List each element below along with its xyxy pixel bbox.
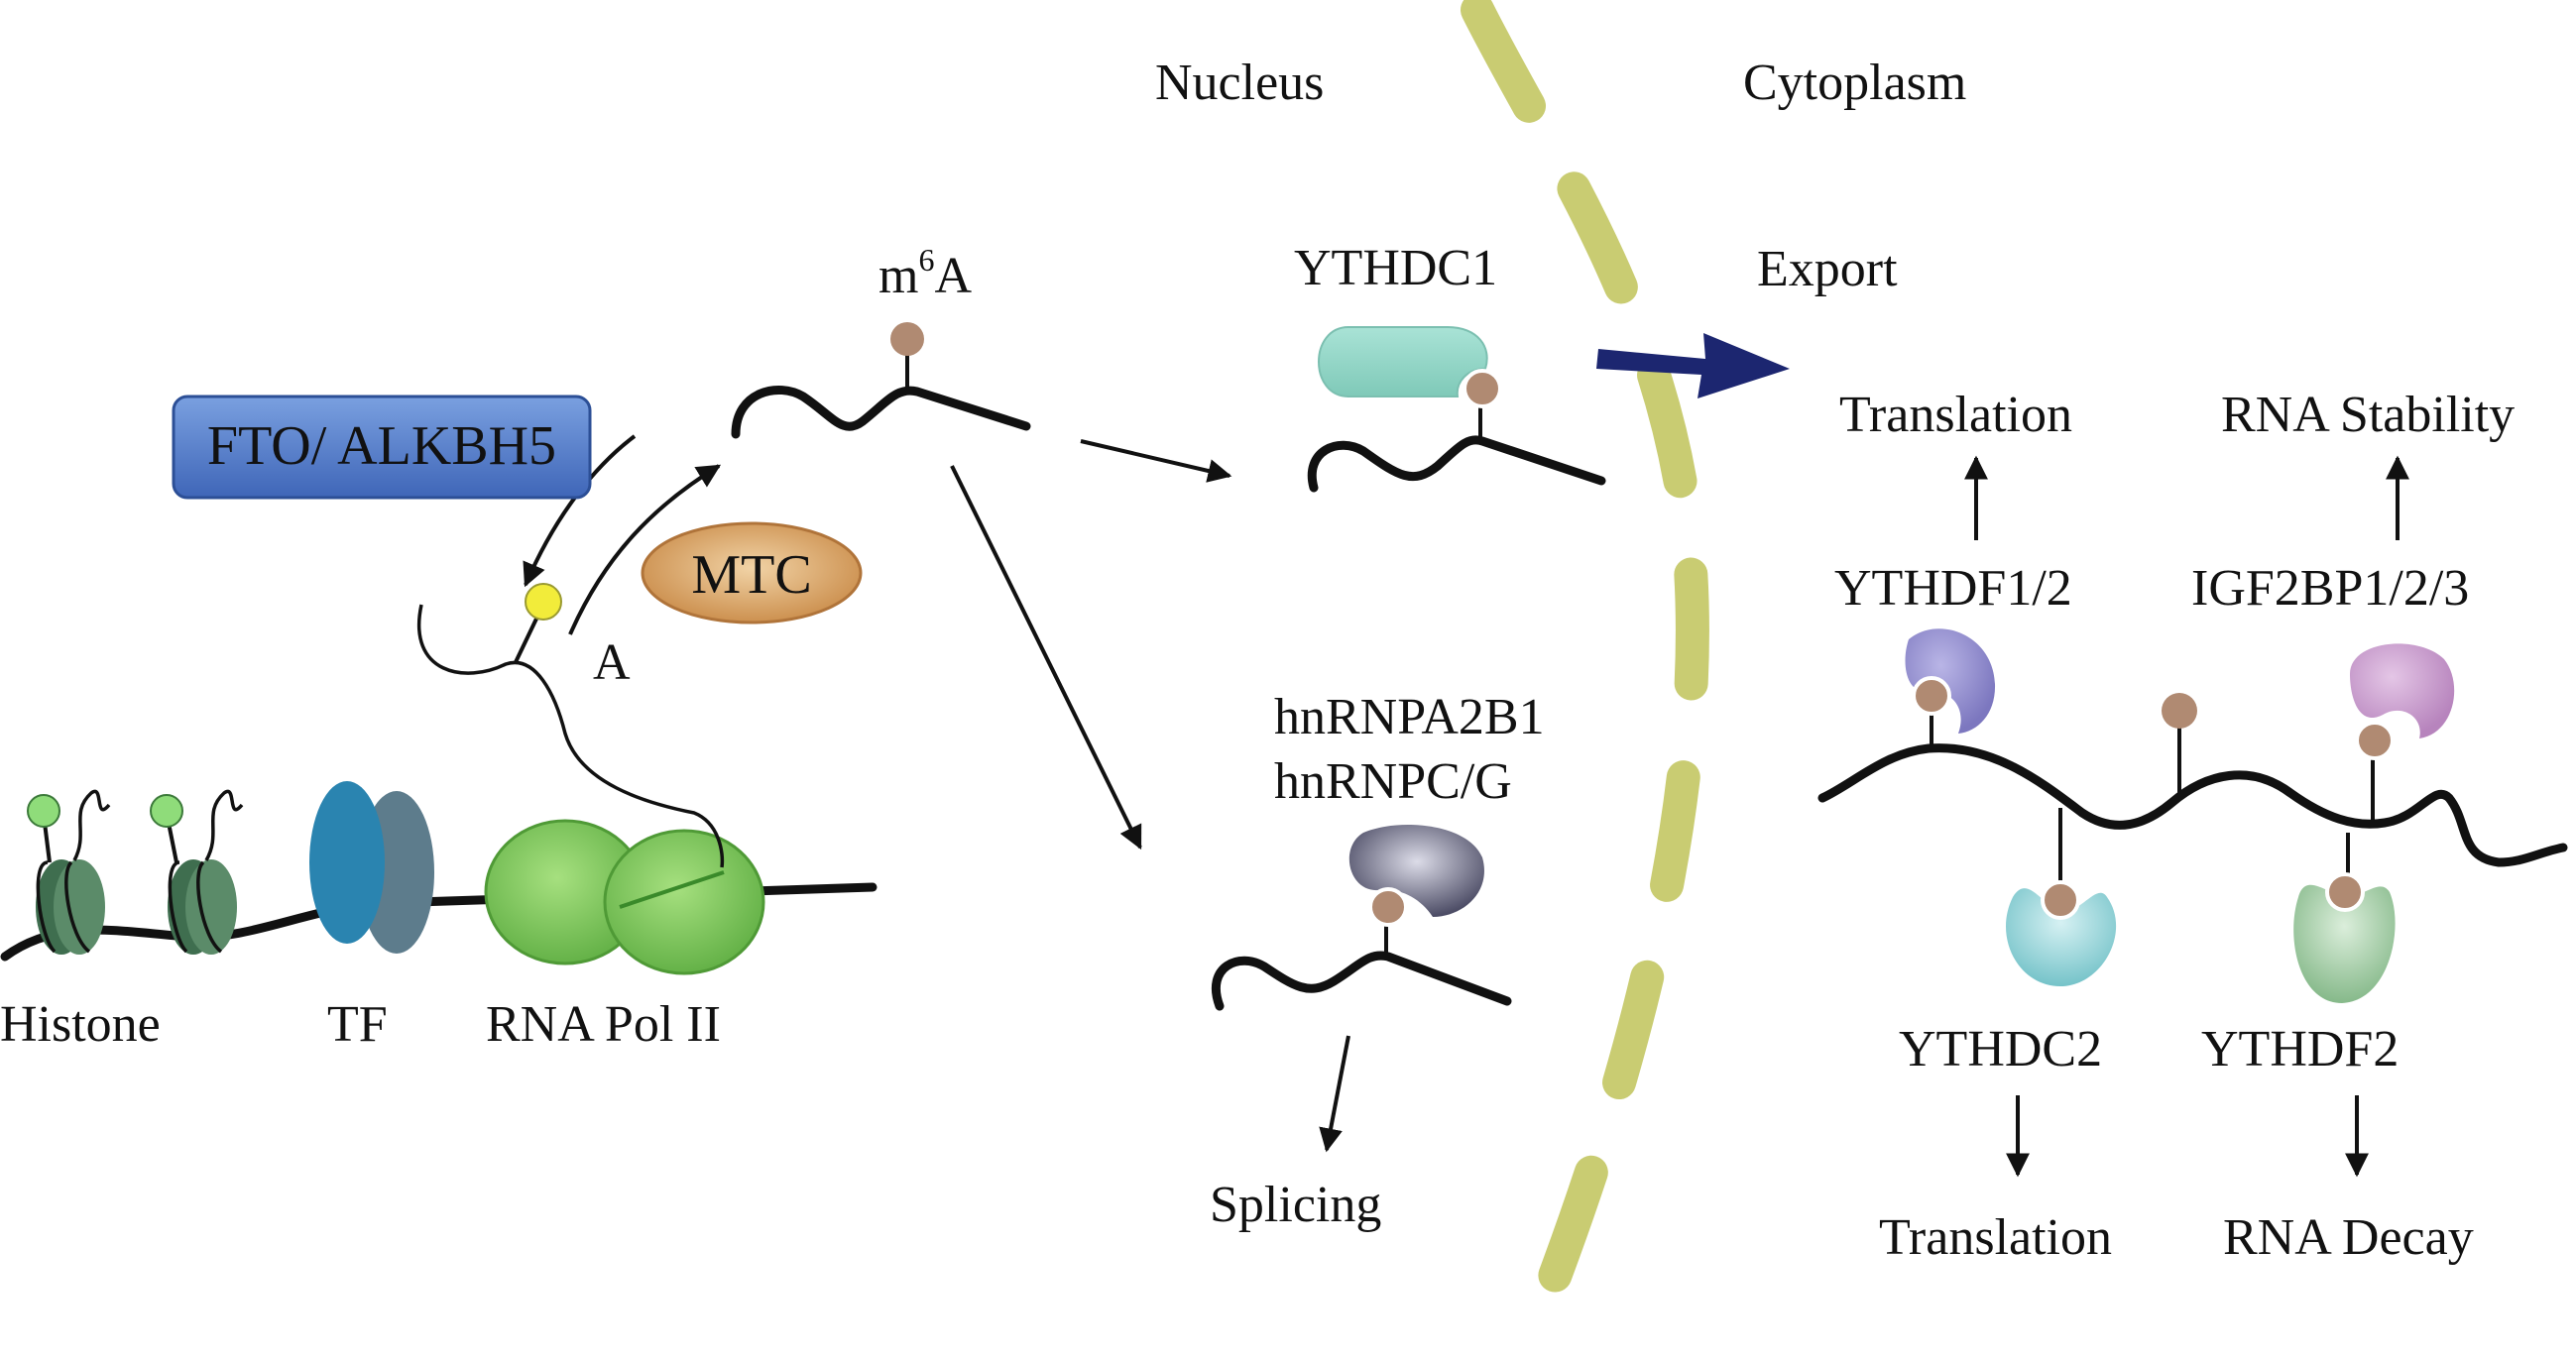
igf2bp-label: IGF2BP1/2/3 — [2191, 560, 2469, 617]
ythdc2-m6a-mark — [2041, 880, 2080, 920]
translation-top-label: Translation — [1839, 387, 2072, 443]
hnrnpa2b1-label: hnRNPA2B1 — [1274, 689, 1545, 745]
rna-pol2 — [484, 819, 765, 975]
ythdf12-protein — [1905, 628, 1996, 734]
m6a-label: m6A — [878, 242, 972, 304]
splicing-label: Splicing — [1210, 1177, 1381, 1233]
nucleus-label: Nucleus — [1155, 55, 1324, 111]
hnrnp-protein — [1348, 825, 1484, 917]
cytoplasm-label: Cytoplasm — [1743, 55, 1966, 111]
ythdc1-protein — [1318, 326, 1488, 397]
ythdc2-protein — [2006, 888, 2117, 986]
ythdc2-label: YTHDC2 — [1899, 1021, 2102, 1077]
methylation-arrow — [568, 464, 722, 635]
rna-stability-label: RNA Stability — [2221, 387, 2515, 443]
rna-pol2-label: RNA Pol II — [486, 996, 721, 1053]
arrow-to-ythdc1 — [1080, 439, 1232, 483]
ythdc1-rna — [1307, 435, 1606, 493]
histone-label: Histone — [0, 996, 161, 1053]
hnrnpcg-label: hnRNPC/G — [1274, 753, 1512, 810]
free-m6a-mark — [2162, 693, 2197, 729]
fto-alkbh5-label: FTO/ ALKBH5 — [207, 415, 556, 477]
m6a-rna — [731, 385, 1031, 439]
export-label: Export — [1757, 241, 1898, 297]
adenosine-label: A — [593, 634, 631, 691]
hnrnp-m6a-mark — [1368, 887, 1408, 927]
translation-bottom-label: Translation — [1879, 1209, 2112, 1266]
ythdc1-m6a-mark — [1463, 369, 1502, 408]
igf2bp-protein — [2350, 643, 2455, 738]
ythdc1-label: YTHDC1 — [1294, 240, 1497, 296]
m6a-mark — [890, 322, 924, 356]
hnrnp-rna — [1211, 951, 1512, 1011]
fto-alkbh5-box — [172, 395, 592, 500]
ythdf2-protein — [2293, 884, 2396, 1003]
mtc-ellipse — [641, 521, 863, 624]
cytoplasmic-mrna — [1817, 743, 2568, 867]
ythdf2-label: YTHDF2 — [2201, 1021, 2399, 1077]
arrow-to-splicing — [1319, 1035, 1350, 1153]
ythdf12-m6a-mark — [1912, 676, 1951, 716]
adenosine-mark — [525, 583, 562, 621]
mtc-label: MTC — [691, 544, 811, 606]
ythdf12-label: YTHDF1/2 — [1834, 560, 2072, 617]
export-arrow — [1596, 333, 1790, 398]
igf2bp-m6a-mark — [2355, 721, 2395, 760]
ythdf2-m6a-mark — [2325, 872, 2365, 912]
nascent-rna — [417, 604, 725, 868]
transcription-factor — [309, 781, 434, 954]
arrow-to-hnrnp — [950, 465, 1142, 851]
rna-decay-label: RNA Decay — [2223, 1209, 2474, 1266]
histone-2 — [150, 789, 244, 955]
tf-label: TF — [327, 996, 388, 1053]
histone-1 — [27, 789, 111, 955]
nuclear-membrane — [1461, 0, 1709, 1361]
adenosine-stem — [514, 614, 540, 663]
